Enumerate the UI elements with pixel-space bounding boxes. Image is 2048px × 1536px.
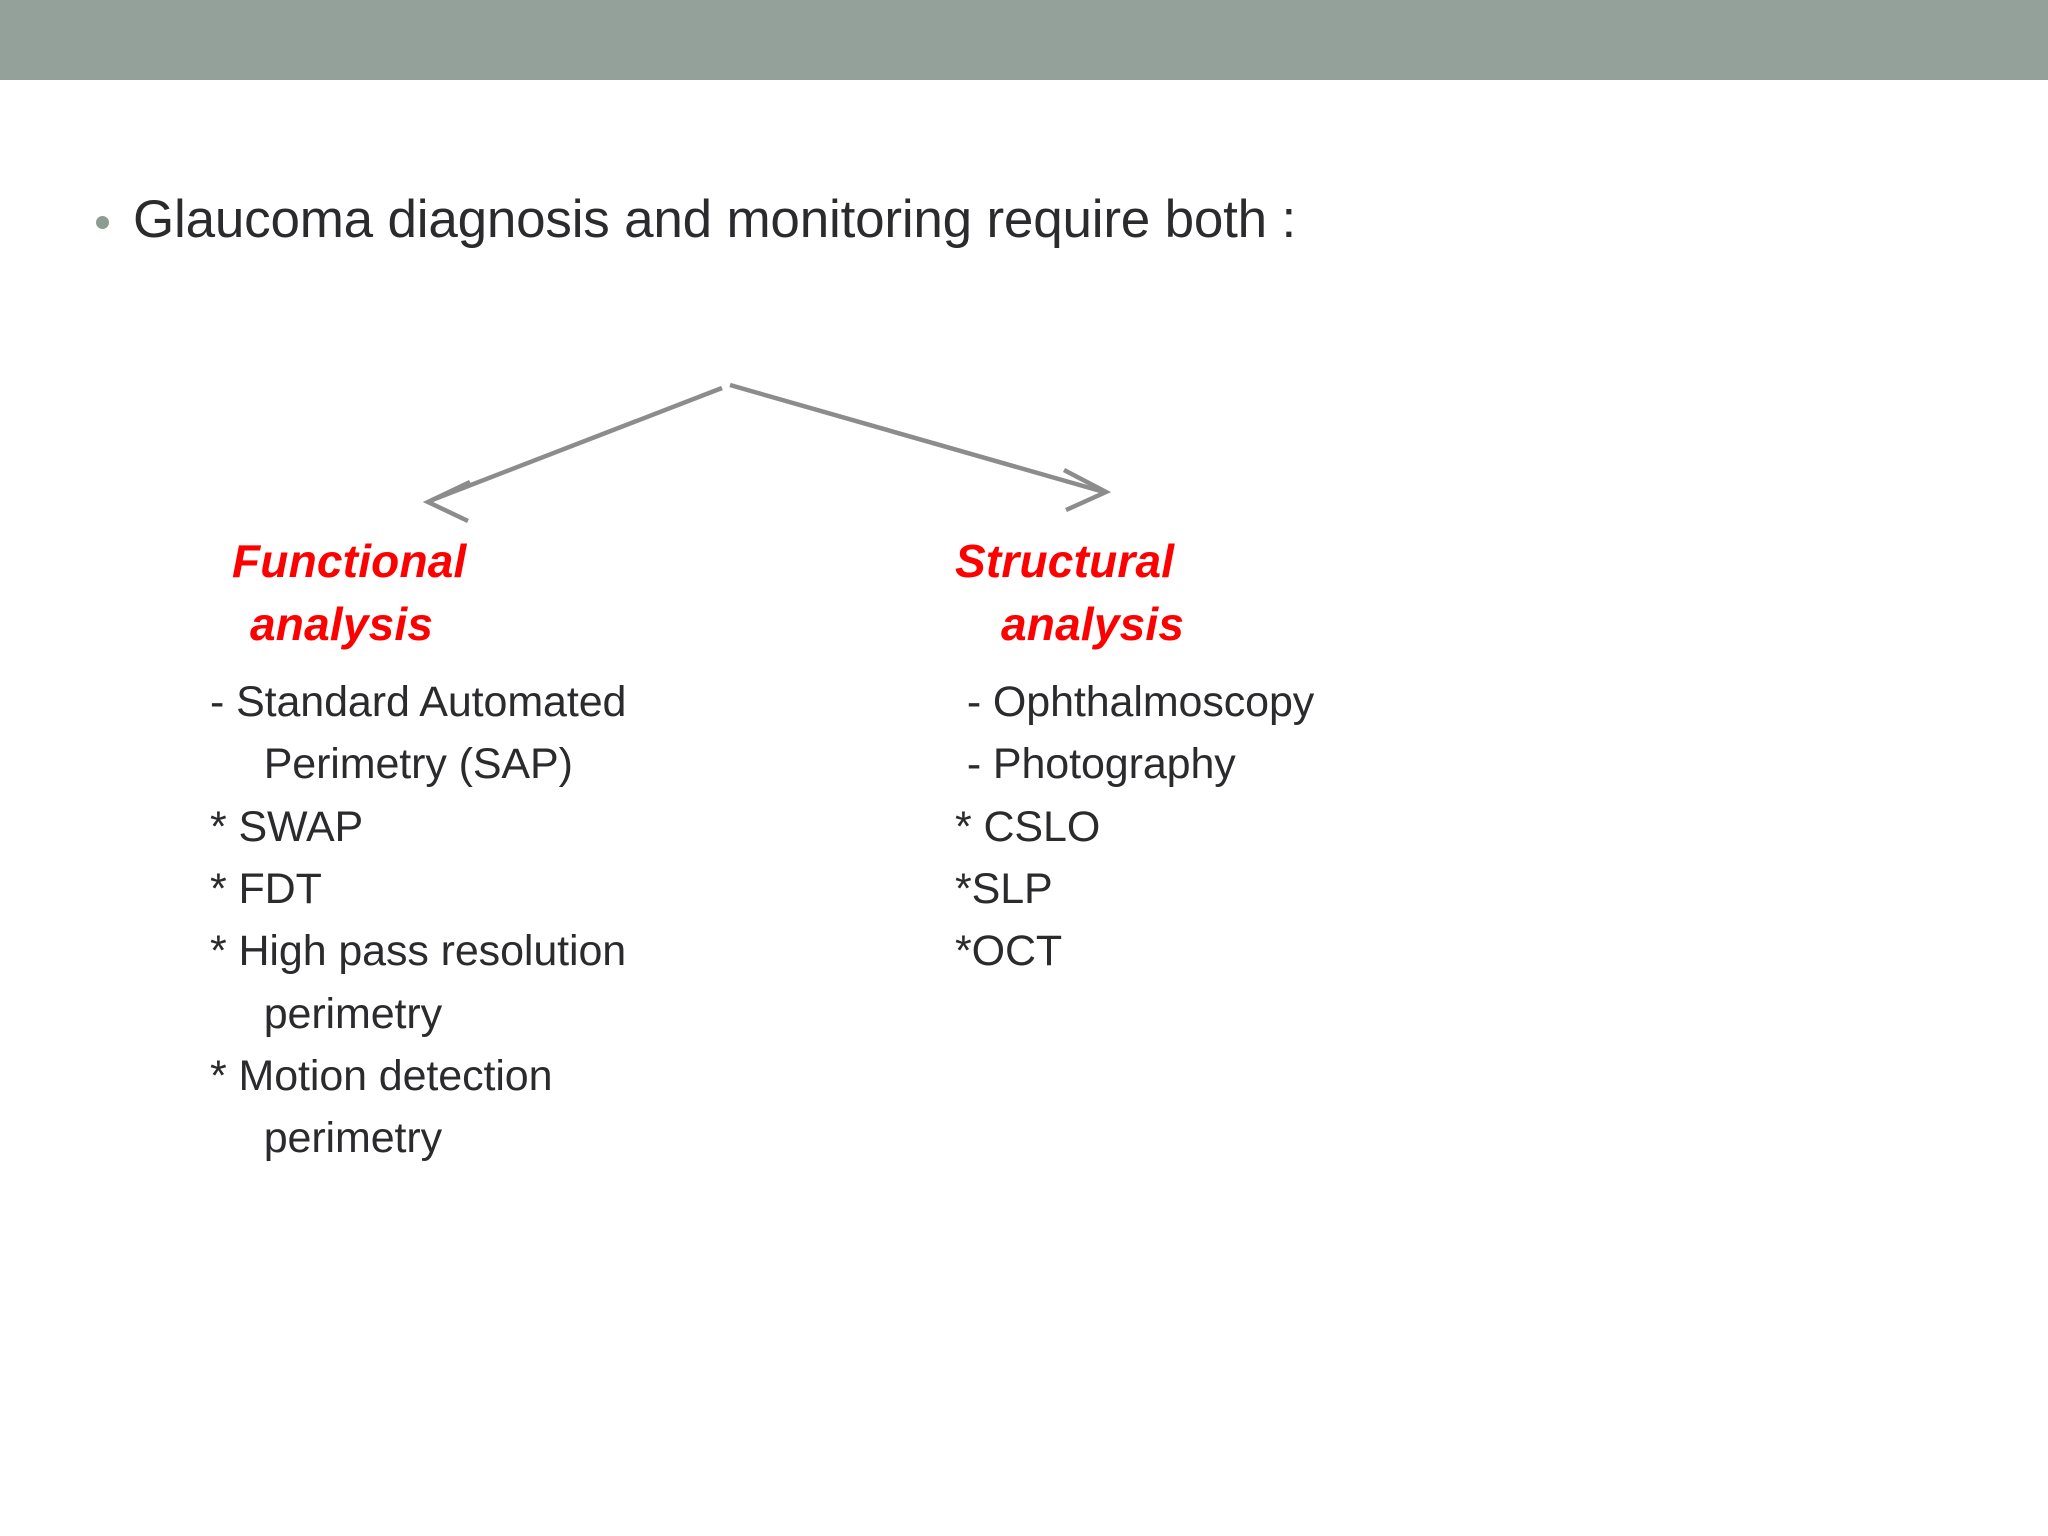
list-item: * SWAP (210, 802, 364, 851)
arrow-left-shaft (431, 385, 723, 503)
list-item: Perimetry (SAP) (240, 740, 573, 789)
list-item: * FDT (210, 864, 322, 913)
column-heading-structural: Structural analysis (955, 530, 1655, 657)
list-item: perimetry (240, 1114, 442, 1163)
heading-line-1: Structural (955, 535, 1175, 587)
list-item: *OCT (955, 927, 1063, 976)
bullet-dot-icon (96, 216, 109, 229)
list-item: - Ophthalmoscopy (955, 677, 1315, 726)
list-item: * CSLO (955, 802, 1101, 851)
heading-line-2: analysis (250, 598, 434, 651)
column-heading-functional: Functional analysis (210, 530, 910, 657)
list-item: * High pass resolution (210, 927, 627, 976)
list-item: * Motion detection (210, 1052, 553, 1100)
arrow-left-head (422, 479, 471, 524)
list-item: - Photography (955, 740, 1236, 789)
arrow-right-head (1062, 468, 1112, 513)
heading-line-1: Functional (232, 535, 467, 587)
column-structural-analysis: Structural analysis - Ophthalmoscopy - P… (955, 530, 1655, 983)
main-bullet-row: Glaucoma diagnosis and monitoring requir… (96, 190, 1296, 251)
list-item: *SLP (955, 864, 1053, 913)
structural-analysis-list: - Ophthalmoscopy - Photography * CSLO *S… (955, 671, 1655, 983)
list-item: - Standard Automated (210, 677, 627, 726)
heading-line-2: analysis (1001, 598, 1185, 651)
functional-analysis-list: - Standard Automated Perimetry (SAP) * S… (210, 671, 910, 1170)
arrow-right-shaft (729, 382, 1105, 495)
main-bullet-text: Glaucoma diagnosis and monitoring requir… (133, 190, 1296, 249)
list-item: perimetry (240, 989, 442, 1038)
column-functional-analysis: Functional analysis - Standard Automated… (210, 530, 910, 1170)
top-banner-bar (0, 0, 2048, 80)
analysis-columns: Functional analysis - Standard Automated… (0, 530, 2048, 1350)
